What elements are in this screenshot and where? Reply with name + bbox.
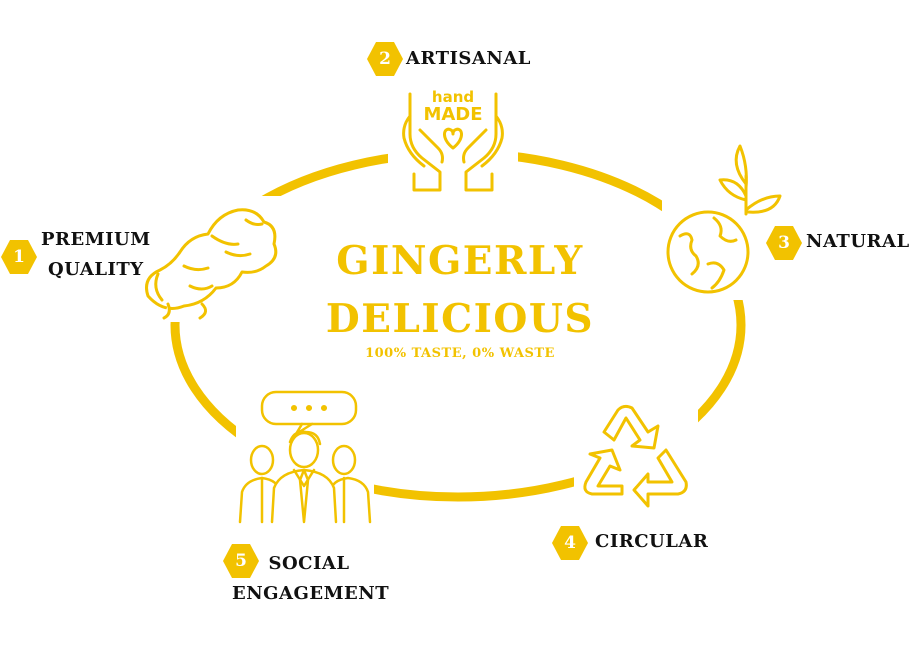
center-title: GINGERLY DELICIOUS [310,232,610,348]
center-subtitle: 100% TASTE, 0% WASTE [365,346,555,361]
pillar-5-number-badge: 5 [222,542,260,580]
title-line-1: GINGERLY [336,238,584,284]
pillar-2-number-badge: 2 [366,40,404,78]
pillar-1-label: PREMIUM QUALITY [41,225,151,285]
pillar-4-label: CIRCULAR [595,527,708,557]
pillar-5-label: SOCIAL ENGAGEMENT [232,549,390,609]
pillar-1-number: 1 [13,247,25,267]
pillar-3-number-badge: 3 [765,224,803,262]
people-talking-icon [236,388,374,524]
handmade-text-bottom: MADE [423,104,483,125]
pillar-1-label-line-2: QUALITY [48,259,144,280]
title-line-2: DELICIOUS [325,296,595,342]
pillar-2-label: ARTISANAL [406,44,531,74]
handmade-hands-icon: hand MADE [388,86,518,194]
pillar-3-label-line-1: NATURAL [806,231,910,252]
ginger-root-icon [138,196,286,322]
pillar-1-number-badge: 1 [0,238,38,276]
pillar-4-number: 4 [564,533,576,553]
pillar-1-label-line-1: PREMIUM [41,229,151,250]
pillar-5-number: 5 [235,551,247,571]
pillar-4-number-badge: 4 [551,524,589,562]
recycle-icon [574,402,698,510]
pillar-3-label: NATURAL [806,227,910,257]
handmade-text-top: hand [431,88,475,106]
pillar-2-label-line-1: ARTISANAL [406,48,531,69]
pillar-2-number: 2 [379,49,391,69]
pillar-5-label-line-1: SOCIAL [268,553,350,574]
pillar-3-number: 3 [778,233,790,253]
pillar-5-label-line-2: ENGAGEMENT [232,583,390,604]
globe-sprout-icon [662,140,786,300]
pillar-4-label-line-1: CIRCULAR [595,531,709,552]
